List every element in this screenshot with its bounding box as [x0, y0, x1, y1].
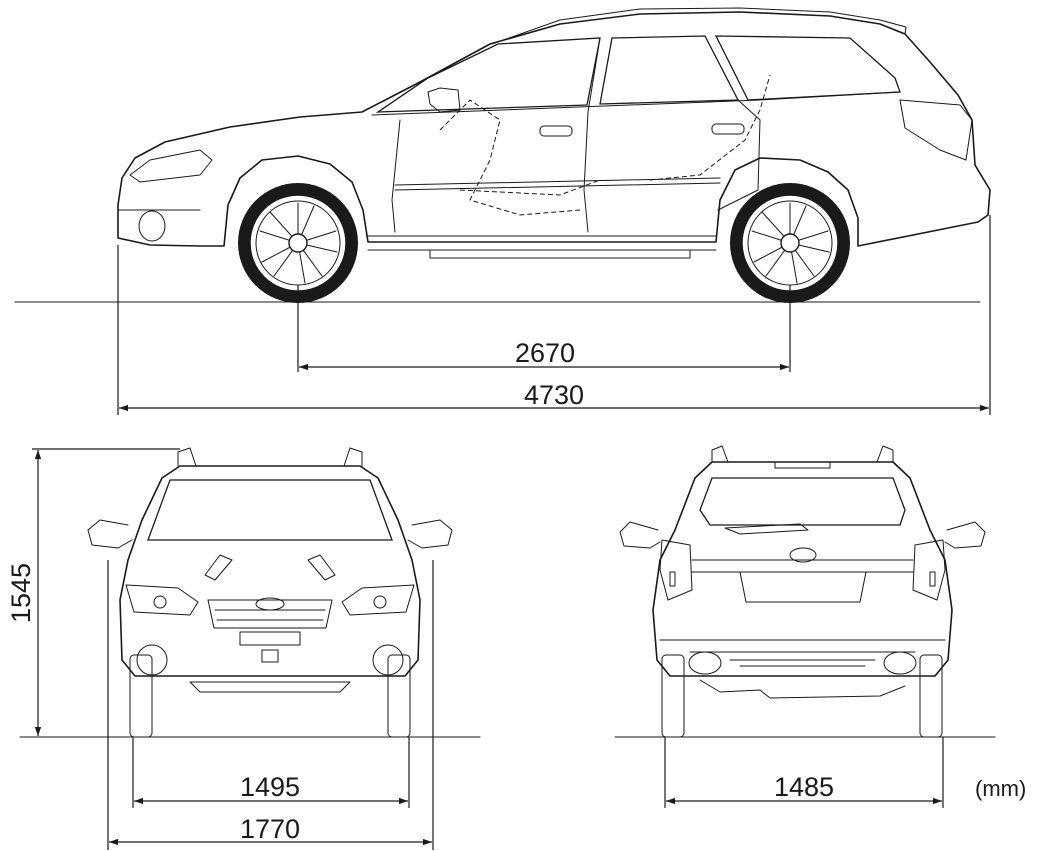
rear-brake-light	[774, 461, 831, 469]
rear-right-tire	[919, 654, 943, 738]
seat-cushion-outline	[459, 179, 601, 196]
front-left-tire	[129, 654, 153, 738]
rear-wiper	[724, 523, 809, 535]
front-right-lamp-detail	[373, 595, 387, 609]
rear-view: 1485 (mm)	[614, 445, 1026, 808]
side-view: 2670 4730	[14, 7, 991, 415]
front-right-fog-lamp	[372, 644, 404, 676]
rear-door-window	[599, 35, 740, 105]
rear-wheel	[730, 183, 850, 303]
unit-label: (mm)	[975, 776, 1026, 801]
front-left-headlamp	[125, 584, 199, 616]
grille-bars	[214, 609, 326, 621]
rear-right-mirror	[944, 521, 986, 549]
front-left-mirror	[87, 519, 133, 549]
front-right-tire	[387, 654, 411, 738]
rear-right-tail-lamp	[912, 539, 946, 601]
rear-left-mirror	[619, 521, 661, 549]
overall-length-label: 4730	[524, 380, 584, 410]
headlamp	[129, 149, 213, 183]
rear-spoiler	[879, 19, 907, 35]
hood-details	[204, 554, 336, 581]
rear-diffuser	[729, 659, 876, 667]
front-door-handle	[539, 125, 573, 137]
overall-width-label: 1770	[240, 814, 300, 844]
fog-lamp	[138, 210, 166, 242]
rear-emblem	[789, 547, 817, 563]
rear-window	[699, 477, 906, 526]
door-split-line	[583, 37, 601, 233]
front-left-lamp-detail	[153, 595, 167, 609]
front-left-fog-lamp	[136, 644, 168, 676]
rear-undercarriage	[699, 679, 906, 699]
front-right-mirror	[407, 519, 453, 549]
front-seat-outline	[439, 99, 581, 216]
rear-body-outline	[652, 461, 953, 677]
belt-line	[371, 91, 901, 116]
front-grille	[207, 599, 333, 629]
front-body-outline	[119, 465, 421, 677]
rear-door-handle	[711, 123, 745, 135]
front-emblem	[255, 597, 285, 611]
roof-rail	[491, 7, 881, 45]
tail-lamp	[899, 99, 973, 161]
tow-hook-cover	[261, 649, 279, 663]
front-right-headlamp	[341, 584, 415, 616]
rear-left-tail-lamp	[659, 539, 693, 601]
rear-roof-rails	[711, 445, 894, 463]
rear-door-rear-edge	[717, 99, 761, 211]
rear-left-reflector	[688, 651, 722, 675]
rear-quarter-window	[714, 35, 901, 101]
front-wheel	[238, 183, 358, 303]
rear-track-label: 1485	[774, 772, 834, 802]
wheelbase-label: 2670	[515, 338, 575, 368]
side-skirt	[367, 235, 717, 259]
rear-left-tire	[661, 654, 685, 738]
rear-seat-outline	[649, 74, 771, 181]
front-track-label: 1495	[240, 772, 300, 802]
side-molding	[394, 177, 721, 191]
front-view: 1545 1495 1770	[6, 447, 481, 850]
overall-height-label: 1545	[6, 563, 36, 623]
rear-license-plate-area	[739, 571, 867, 603]
front-license-plate	[239, 631, 301, 646]
windshield	[147, 479, 393, 541]
rear-left-lamp-detail	[669, 571, 676, 587]
front-roof-rails	[177, 447, 363, 467]
front-door-front-edge	[391, 119, 401, 233]
front-skid-plate	[189, 681, 351, 693]
rear-right-reflector	[883, 651, 917, 675]
front-door-window	[375, 37, 601, 113]
rear-right-lamp-detail	[929, 571, 936, 587]
rear-bumper-lines	[659, 639, 946, 653]
